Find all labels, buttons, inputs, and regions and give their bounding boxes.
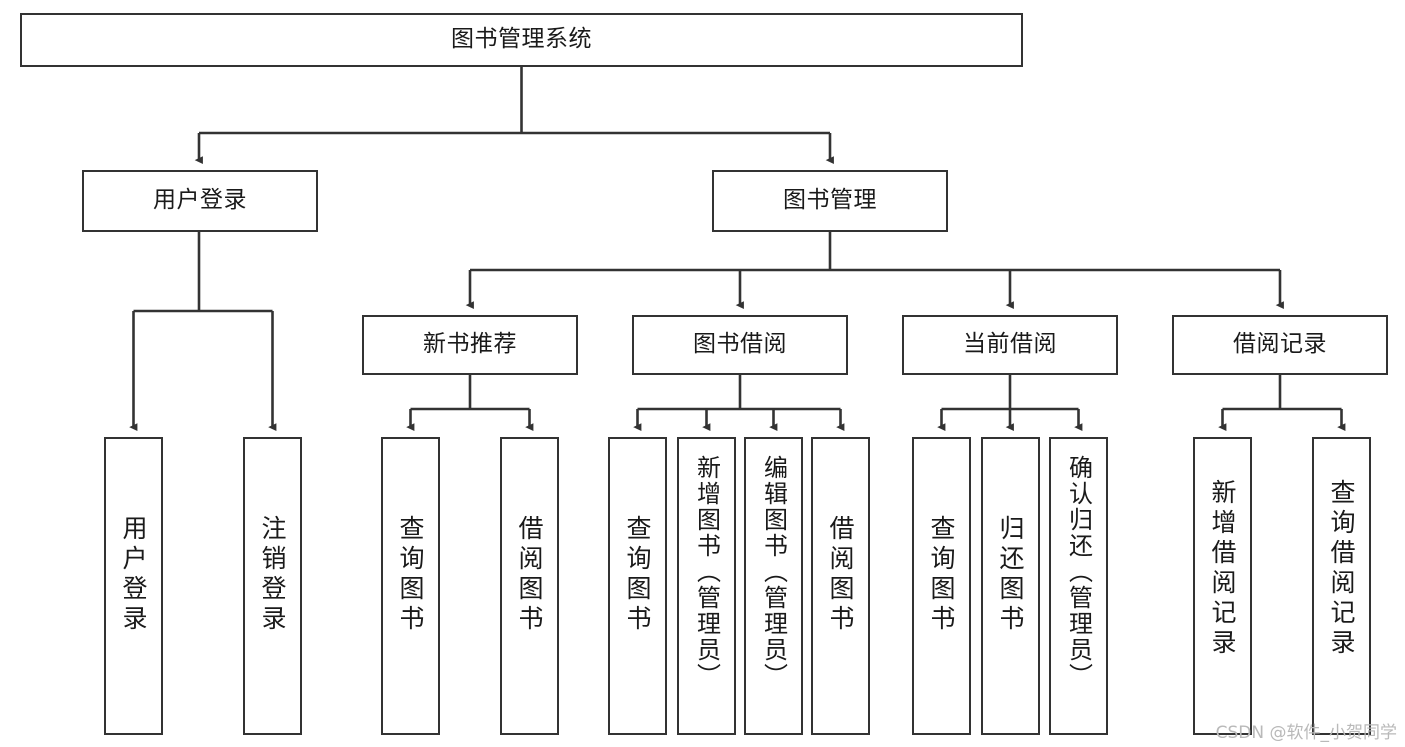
node-label: 图书借阅: [693, 331, 787, 358]
node-user-login[interactable]: 用户登录: [82, 170, 318, 232]
node-label: 查询图书: [396, 515, 425, 635]
node-leaf-add-book-admin[interactable]: 新增图书（管理员）: [677, 437, 736, 735]
node-label: 新增图书（管理员）: [692, 455, 721, 689]
node-label: 注销登录: [258, 515, 287, 635]
node-label: 图书管理系统: [451, 26, 592, 53]
node-leaf-logout-login[interactable]: 注销登录: [243, 437, 302, 735]
node-book-management[interactable]: 图书管理: [712, 170, 948, 232]
node-leaf-borrow-book-rec[interactable]: 借阅图书: [500, 437, 559, 735]
node-label: 借阅图书: [515, 515, 544, 635]
node-leaf-borrow-book[interactable]: 借阅图书: [811, 437, 870, 735]
node-label: 确认归还（管理员）: [1064, 455, 1093, 689]
node-root-book-management-system[interactable]: 图书管理系统: [20, 13, 1023, 67]
node-label: 新书推荐: [423, 331, 517, 358]
node-leaf-confirm-return-admin[interactable]: 确认归还（管理员）: [1049, 437, 1108, 735]
csdn-watermark: CSDN @软件_小贺同学: [1215, 723, 1397, 743]
node-label: 借阅记录: [1233, 331, 1327, 358]
node-current-borrowing[interactable]: 当前借阅: [902, 315, 1118, 375]
node-new-book-recommendation[interactable]: 新书推荐: [362, 315, 578, 375]
node-label: 查询借阅记录: [1327, 479, 1356, 659]
node-leaf-query-book-borrow[interactable]: 查询图书: [608, 437, 667, 735]
node-label: 用户登录: [153, 187, 247, 214]
node-label: 查询图书: [927, 515, 956, 635]
node-label: 新增借阅记录: [1208, 479, 1237, 659]
node-leaf-return-book[interactable]: 归还图书: [981, 437, 1040, 735]
node-borrowing-records[interactable]: 借阅记录: [1172, 315, 1388, 375]
node-leaf-query-book-rec[interactable]: 查询图书: [381, 437, 440, 735]
node-leaf-user-login[interactable]: 用户登录: [104, 437, 163, 735]
node-label: 归还图书: [996, 515, 1025, 635]
node-book-borrowing[interactable]: 图书借阅: [632, 315, 848, 375]
node-label: 借阅图书: [826, 515, 855, 635]
node-label: 用户登录: [119, 515, 148, 635]
node-label: 查询图书: [623, 515, 652, 635]
node-label: 图书管理: [783, 187, 877, 214]
node-leaf-add-borrow-record[interactable]: 新增借阅记录: [1193, 437, 1252, 735]
node-label: 当前借阅: [963, 331, 1057, 358]
node-label: 编辑图书（管理员）: [759, 455, 788, 689]
node-leaf-query-borrow-record[interactable]: 查询借阅记录: [1312, 437, 1371, 735]
node-leaf-query-book-current[interactable]: 查询图书: [912, 437, 971, 735]
node-leaf-edit-book-admin[interactable]: 编辑图书（管理员）: [744, 437, 803, 735]
